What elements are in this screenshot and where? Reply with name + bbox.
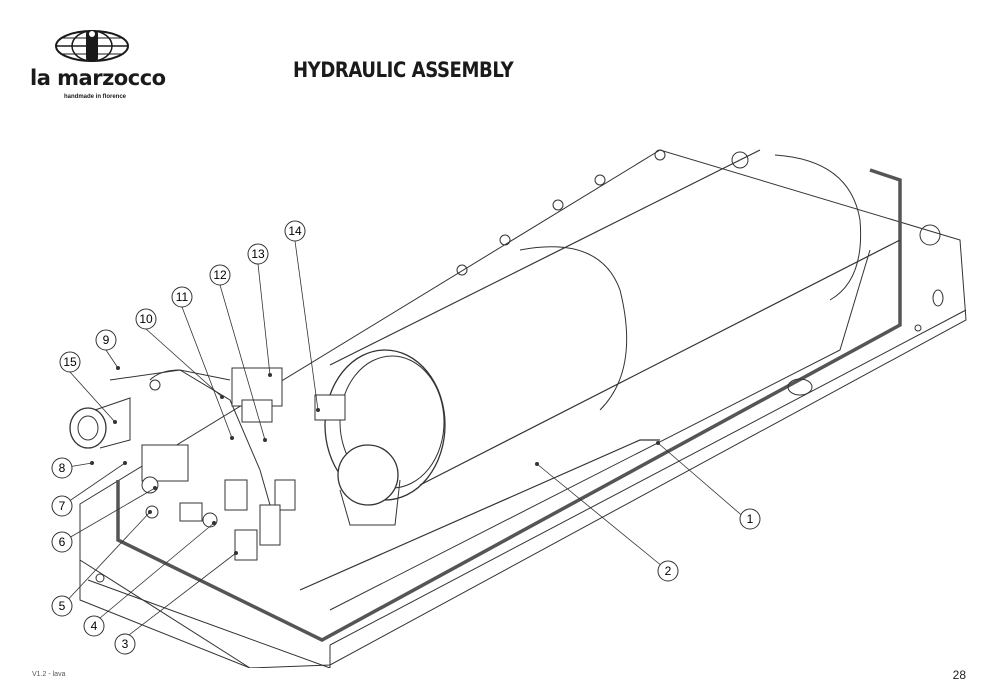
callout-7-label: 7 xyxy=(59,499,66,513)
pressure-gauge xyxy=(69,407,107,449)
pipe-loop xyxy=(109,369,281,541)
callout-6-label: 6 xyxy=(59,535,66,549)
callout-10-label: 10 xyxy=(139,312,153,326)
chassis-frame xyxy=(79,149,967,668)
page-title: HYDRAULIC ASSEMBLY xyxy=(293,58,514,82)
mounting-nuts xyxy=(149,149,941,391)
callout-9-label: 9 xyxy=(103,333,110,347)
callout-3: 3 xyxy=(114,633,136,655)
callout-13-label: 13 xyxy=(251,247,265,261)
pump-motor xyxy=(337,444,399,506)
frame-outline xyxy=(116,168,902,642)
callout-8-label: 8 xyxy=(59,461,66,475)
version-label: V1.2 - lava xyxy=(32,671,66,678)
hydraulic-assembly-diagram: 1 2 3 4 5 6 7 8 9 10 11 12 13 14 15 xyxy=(51,149,967,668)
callout-15-label: 15 xyxy=(63,355,77,369)
globe-logo-icon xyxy=(55,30,129,62)
callout-6: 6 xyxy=(51,531,73,553)
callout-13: 13 xyxy=(247,243,269,265)
callout-2: 2 xyxy=(657,560,679,582)
callout-1: 1 xyxy=(739,508,761,530)
leader-dots xyxy=(90,366,660,555)
callout-3-label: 3 xyxy=(122,637,129,651)
callout-15: 15 xyxy=(59,351,81,373)
callout-14-label: 14 xyxy=(288,224,302,238)
callout-11: 11 xyxy=(171,286,193,308)
page-number: 28 xyxy=(952,668,966,682)
leader-lines xyxy=(61,240,747,639)
callout-1-label: 1 xyxy=(747,512,754,526)
chassis-side-panel xyxy=(79,560,251,668)
water-pipe-1 xyxy=(299,439,660,591)
callout-7: 7 xyxy=(51,495,73,517)
callout-5-label: 5 xyxy=(59,599,66,613)
brand-tagline: handmade in florence xyxy=(64,94,127,100)
callout-4: 4 xyxy=(83,615,105,637)
callout-8: 8 xyxy=(51,457,73,479)
callout-5: 5 xyxy=(51,595,73,617)
boiler-cylinder xyxy=(329,149,901,486)
callout-10: 10 xyxy=(135,308,157,330)
solenoid-valve-2 xyxy=(141,444,189,482)
callout-11-label: 11 xyxy=(176,290,189,304)
callout-4-label: 4 xyxy=(91,619,98,633)
callout-9: 9 xyxy=(95,329,117,351)
fittings xyxy=(141,394,346,561)
brand-name: la marzocco xyxy=(30,66,166,90)
chassis-rail xyxy=(87,309,967,668)
callout-12-label: 12 xyxy=(213,268,227,282)
callout-2-label: 2 xyxy=(665,564,672,578)
water-pipe-2 xyxy=(329,249,871,611)
callout-14: 14 xyxy=(284,220,306,242)
callout-12: 12 xyxy=(209,264,231,286)
brand-logo: la marzocco handmade in florence xyxy=(24,28,166,106)
